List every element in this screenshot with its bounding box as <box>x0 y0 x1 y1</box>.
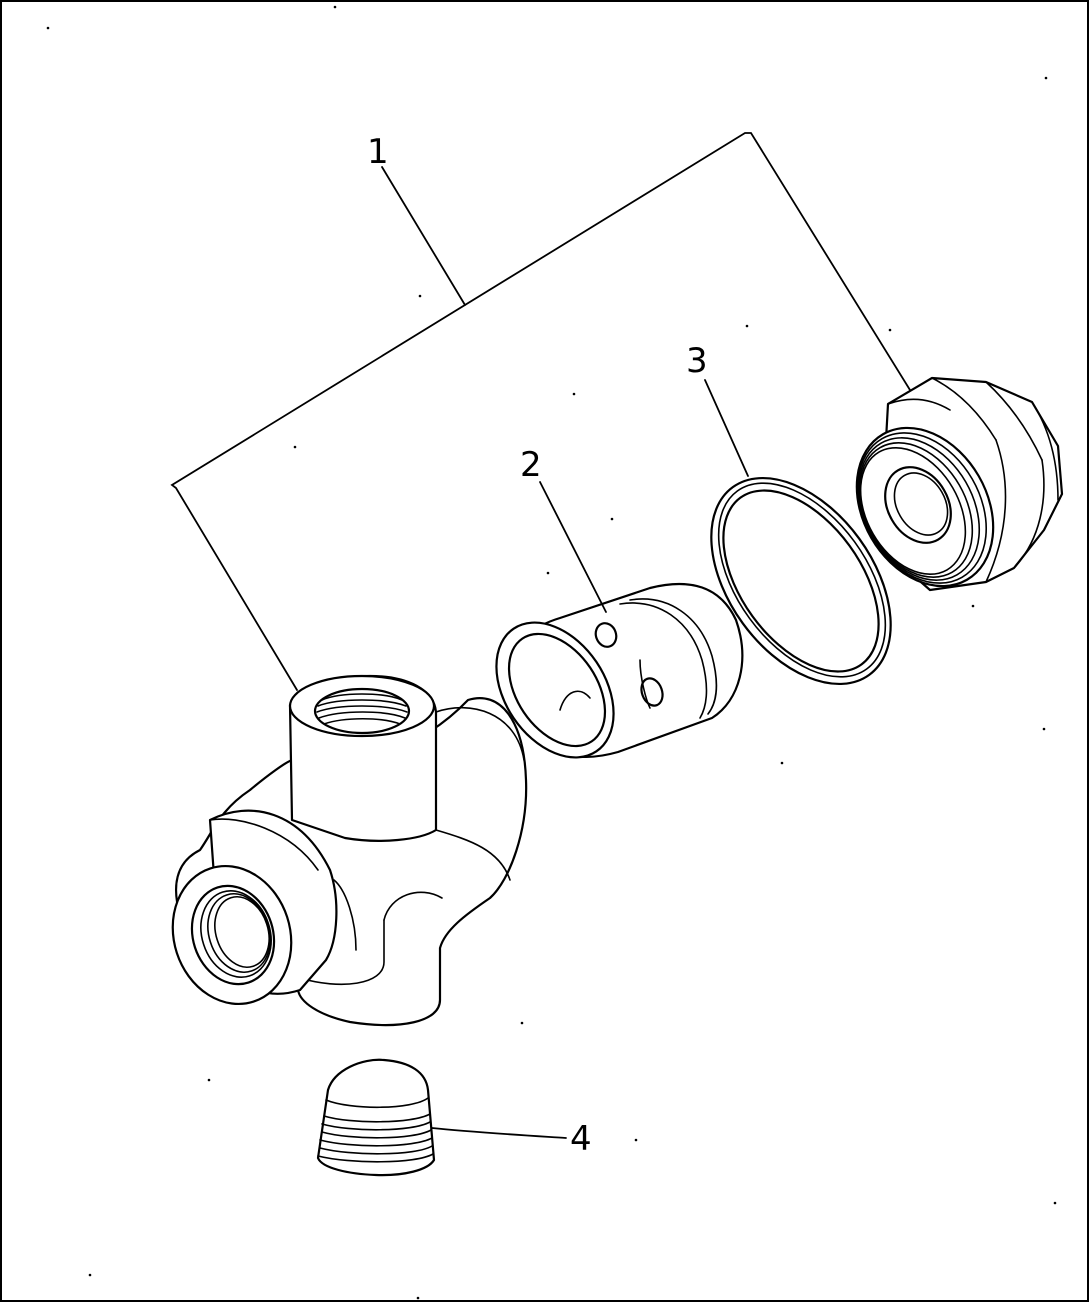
plug-threads <box>856 432 988 584</box>
valve-body <box>171 674 528 1027</box>
assembly-bracket <box>170 132 911 691</box>
leader-4 <box>431 1127 567 1139</box>
valve-spool <box>495 582 744 759</box>
o-ring <box>710 476 892 686</box>
left-port-threads <box>200 890 272 978</box>
callout-1: 1 <box>367 132 389 172</box>
plug-threads-4 <box>317 1113 434 1163</box>
leader-3 <box>704 379 749 477</box>
leader-2 <box>539 481 607 613</box>
upper-port-threads <box>316 693 408 725</box>
plug <box>316 1058 436 1177</box>
callout-3: 3 <box>686 341 708 381</box>
callout-2: 2 <box>520 445 542 485</box>
callout-4: 4 <box>570 1119 592 1159</box>
plug-fitting <box>855 376 1064 592</box>
scan-specks <box>46 5 1057 1300</box>
